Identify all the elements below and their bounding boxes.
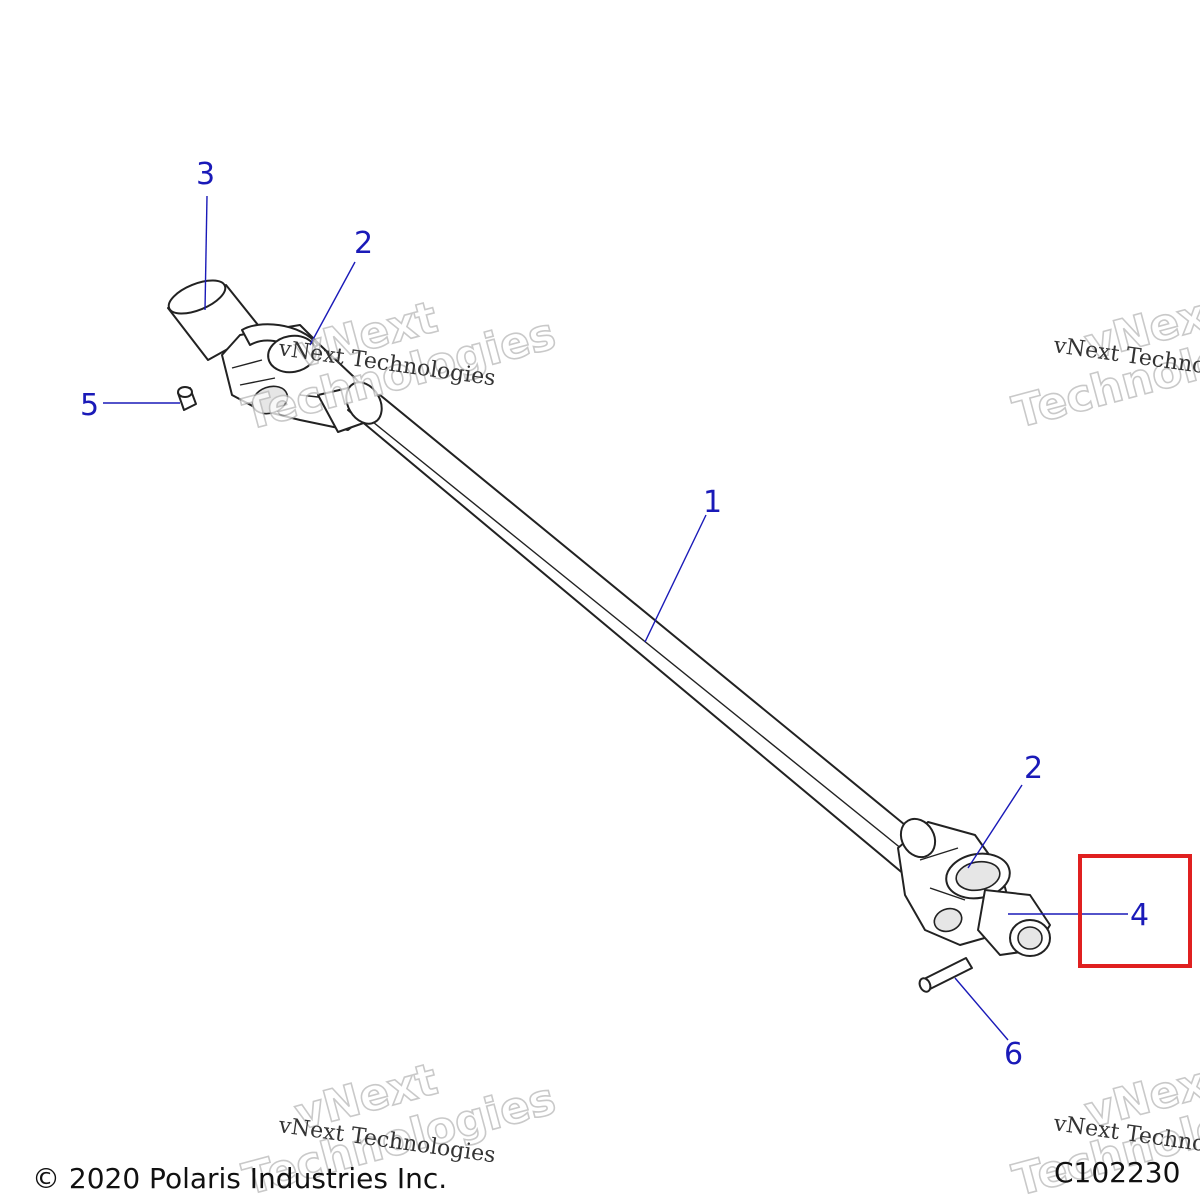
callout-6[interactable]: 6 [1004,1037,1023,1072]
highlight-box-callout-4 [1078,854,1192,968]
leader-lines [103,195,1128,1041]
output-yoke [977,889,1051,957]
upper-universal-joint [221,323,379,433]
callout-2-top[interactable]: 2 [354,226,373,261]
callout-1[interactable]: 1 [703,485,722,520]
figure-code: C102230 [1054,1156,1180,1189]
callout-5[interactable]: 5 [80,388,99,423]
callout-2-bottom[interactable]: 2 [1024,751,1043,786]
callout-3[interactable]: 3 [196,157,215,192]
callout-4[interactable]: 4 [1130,898,1149,933]
lower-universal-joint [897,817,1011,946]
roll-pin [918,957,973,993]
callouts: 3 2 5 1 2 4 6 [80,157,1149,1072]
drive-shaft-assembly [167,279,1051,993]
grease-fitting [177,386,197,411]
main-shaft-tube [345,381,939,876]
copyright-text: © 2020 Polaris Industries Inc. [32,1162,447,1195]
